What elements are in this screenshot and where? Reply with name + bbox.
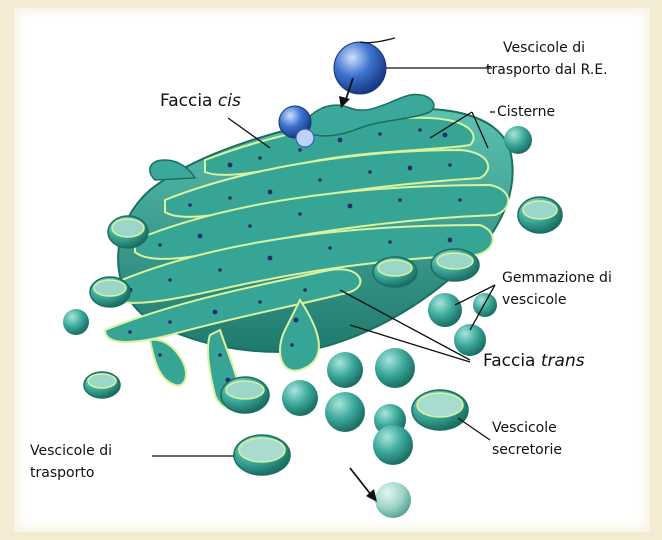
cup-vesicle-bottom-left xyxy=(84,372,120,398)
arrow-incoming-line xyxy=(360,38,395,43)
label-vescicole-re-2: trasporto dal R.E. xyxy=(486,62,608,78)
label-faccia-trans-italic: trans xyxy=(541,351,585,371)
granule xyxy=(218,268,222,272)
label-gemmazione-2: vescicole xyxy=(502,292,567,308)
cup-vesicle-budding xyxy=(373,257,417,287)
granule xyxy=(448,238,453,243)
granule xyxy=(408,166,413,171)
granule xyxy=(268,190,273,195)
label-faccia-trans-prefix: Faccia xyxy=(483,351,541,371)
granule xyxy=(213,310,218,315)
cup-vesicle-left-2 xyxy=(90,277,130,307)
label-vescicole-re-1: Vescicole di xyxy=(503,40,585,56)
re-vesicle-large xyxy=(334,42,386,94)
vesicle-released xyxy=(375,482,411,518)
label-secretorie-1: Vescicole xyxy=(492,420,557,436)
label-faccia-cis-prefix: Faccia xyxy=(160,91,218,111)
granule xyxy=(368,170,372,174)
granule xyxy=(294,318,299,323)
label-faccia-cis: Faccia cis xyxy=(160,91,241,111)
label-trasporto-1: Vescicole di xyxy=(30,443,112,459)
granule xyxy=(158,353,162,357)
label-faccia-cis-italic: cis xyxy=(218,91,241,111)
granule xyxy=(228,163,233,168)
tubule-left xyxy=(150,340,186,386)
granule xyxy=(458,198,462,202)
vesicle xyxy=(375,348,415,388)
leader-secretorie xyxy=(458,418,490,440)
arrow-release xyxy=(350,468,372,496)
granule xyxy=(338,138,343,143)
granule xyxy=(258,156,262,160)
vesicle xyxy=(373,425,413,465)
vesicle xyxy=(473,293,497,317)
label-faccia-trans: Faccia trans xyxy=(483,351,585,371)
granule xyxy=(268,256,273,261)
cup-vesicle-budding-2 xyxy=(431,249,479,281)
granule xyxy=(443,133,448,138)
label-secretorie-2: secretorie xyxy=(492,442,562,458)
granule xyxy=(188,203,192,207)
granule xyxy=(158,243,162,247)
label-cisterne: Cisterne xyxy=(497,104,555,120)
granule xyxy=(328,246,332,250)
cup-vesicle-transport xyxy=(234,435,290,475)
tubule-upper-left xyxy=(150,160,195,180)
granule xyxy=(298,212,302,216)
cup-vesicle-lower-left xyxy=(221,377,269,413)
granule xyxy=(418,128,422,132)
granule xyxy=(258,300,262,304)
granule xyxy=(128,330,132,334)
cup-vesicle-left xyxy=(108,216,148,248)
granule xyxy=(388,240,392,244)
granule xyxy=(168,278,172,282)
vesicle xyxy=(325,392,365,432)
granule xyxy=(298,148,302,152)
re-vesicle-fusing xyxy=(296,129,314,147)
granule xyxy=(318,178,322,182)
granule xyxy=(378,132,382,136)
label-trasporto-2: trasporto xyxy=(30,465,94,481)
granule xyxy=(248,224,252,228)
granule xyxy=(198,234,203,239)
granule xyxy=(290,343,294,347)
granule xyxy=(168,320,172,324)
granule xyxy=(218,353,222,357)
granule xyxy=(398,198,402,202)
vesicle xyxy=(428,293,462,327)
vesicle xyxy=(63,309,89,335)
vesicle xyxy=(282,380,318,416)
cup-vesicle-right xyxy=(518,197,562,233)
granule xyxy=(448,163,452,167)
granule xyxy=(228,196,232,200)
label-gemmazione-1: Gemmazione di xyxy=(502,270,612,286)
granule xyxy=(348,204,353,209)
vesicle xyxy=(504,126,532,154)
cup-vesicle-secretory xyxy=(412,390,468,430)
vesicle xyxy=(327,352,363,388)
granule xyxy=(303,288,307,292)
